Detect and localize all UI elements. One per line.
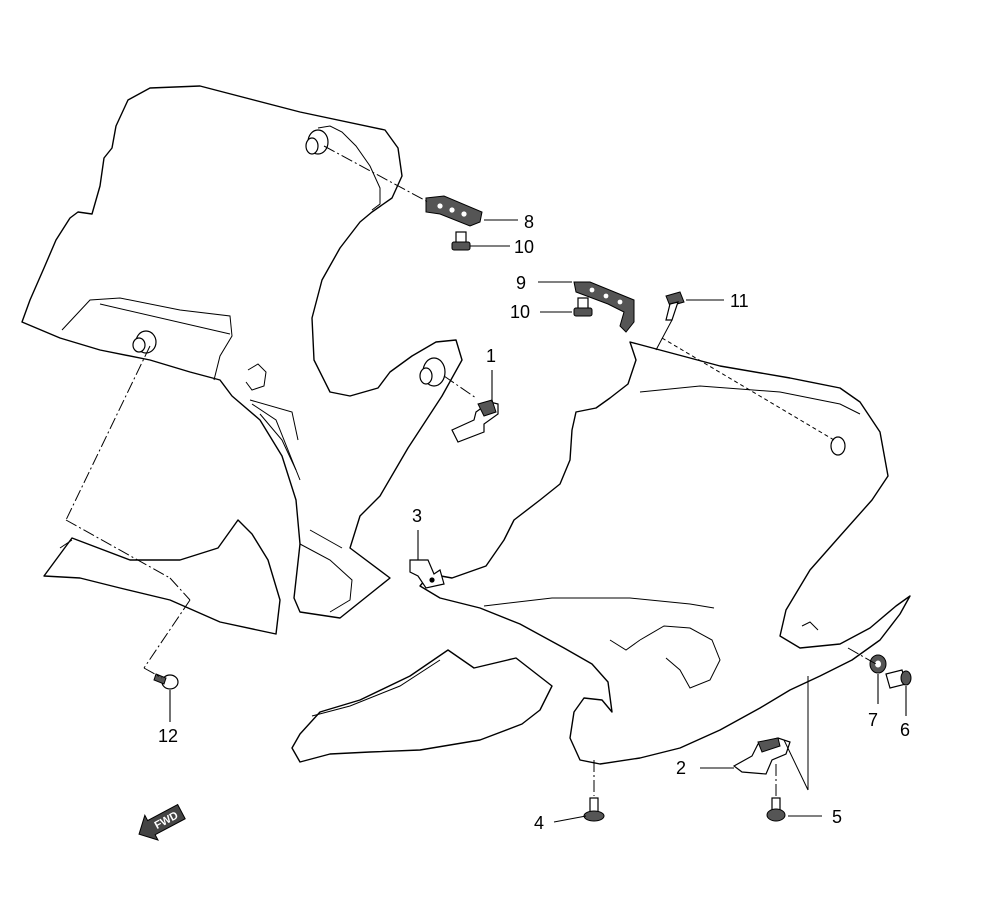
right-inner-panel <box>291 649 553 763</box>
assembly-guide-lines <box>65 145 877 796</box>
callout-leaders <box>169 219 907 823</box>
bracket-8 <box>425 195 483 227</box>
callout-2: 2 <box>676 758 686 778</box>
clip-1 <box>451 399 499 443</box>
callout-6: 6 <box>900 720 910 740</box>
callout-12: 12 <box>158 726 178 746</box>
bolt-10-lower <box>573 297 593 317</box>
right-cowling-panel <box>419 341 911 765</box>
callout-10-upper: 10 <box>514 237 534 257</box>
screw-11 <box>665 291 685 321</box>
forward-arrow-icon: FWD <box>138 803 186 841</box>
screw-12 <box>153 673 179 690</box>
screw-6 <box>885 669 912 689</box>
callout-9: 9 <box>516 273 526 293</box>
callout-3: 3 <box>412 506 422 526</box>
screw-4 <box>583 797 605 822</box>
callout-4: 4 <box>534 813 544 833</box>
callout-1: 1 <box>486 346 496 366</box>
bracket-3 <box>409 559 445 589</box>
bracket-9 <box>573 281 635 333</box>
callout-11: 11 <box>730 291 749 311</box>
callout-labels: 8 10 9 10 11 1 3 12 2 7 6 4 5 <box>158 212 910 833</box>
callout-8: 8 <box>524 212 534 232</box>
left-cowling-panel <box>21 85 463 619</box>
bolt-10-upper <box>451 231 471 251</box>
bracket-2 <box>732 737 791 775</box>
callout-10-lower: 10 <box>510 302 530 322</box>
bolt-5 <box>766 797 786 822</box>
left-inner-panel <box>43 519 281 635</box>
callout-7: 7 <box>868 710 878 730</box>
callout-5: 5 <box>832 807 842 827</box>
nut-7 <box>869 654 887 674</box>
